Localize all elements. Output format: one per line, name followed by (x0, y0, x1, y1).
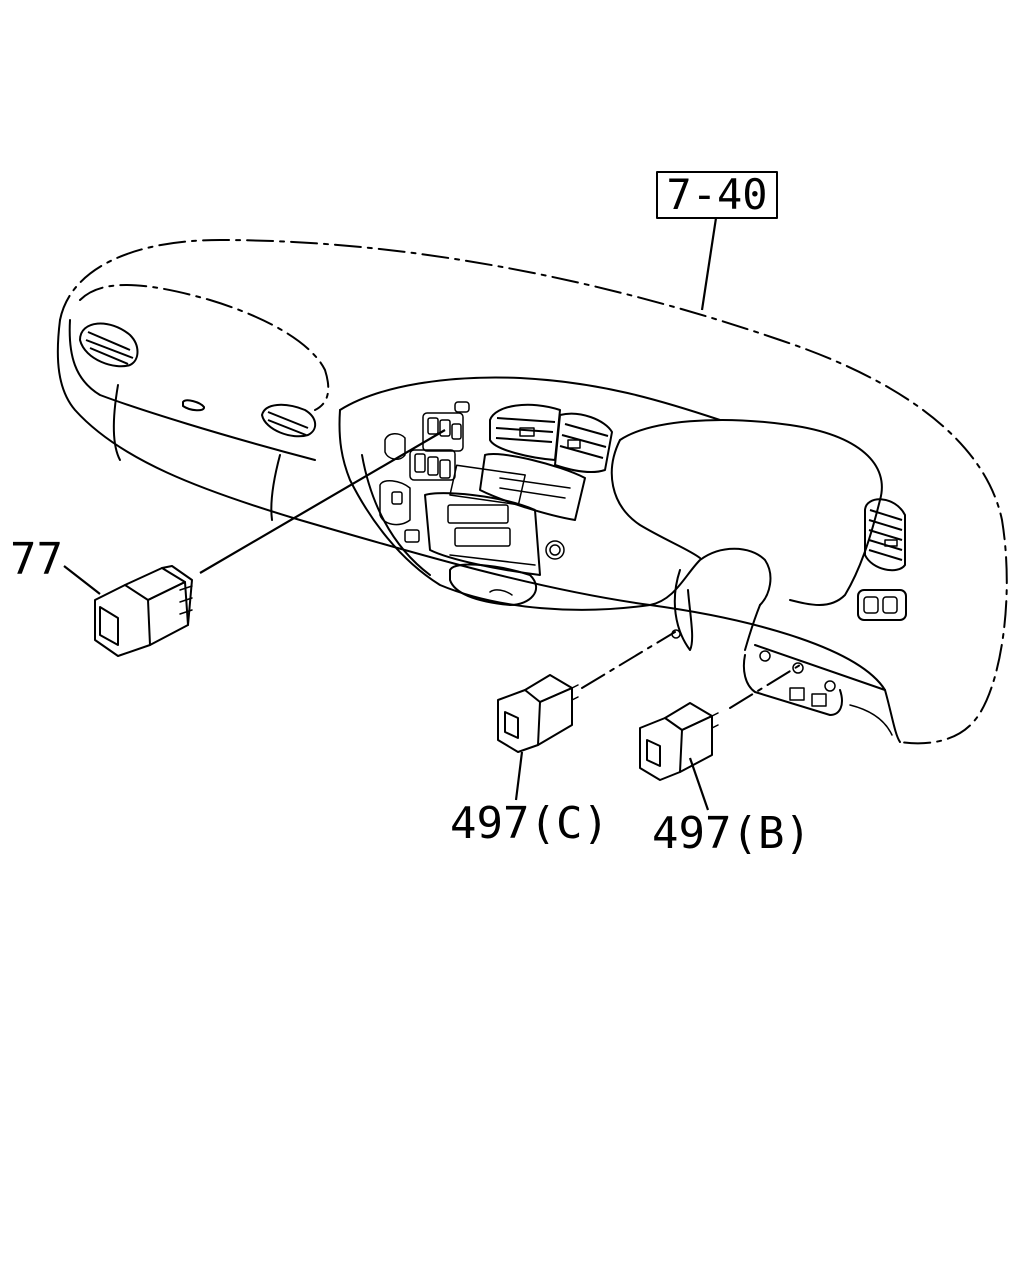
switch-497b-install-line (729, 664, 801, 709)
reference-box-label: 7-40 (666, 170, 767, 219)
switch-497b[interactable] (639, 702, 719, 781)
callout-497b-label: 497(B) (652, 808, 811, 859)
lower-right-panel (742, 644, 893, 736)
center-air-vents (489, 403, 613, 474)
callout-497c-label: 497(C) (450, 798, 609, 849)
right-air-vent (864, 498, 906, 572)
callout-77-leader (63, 565, 101, 595)
reference-box[interactable]: 7-40 (656, 170, 778, 219)
right-switch-pair (857, 589, 907, 621)
steering-column-shroud (649, 547, 772, 651)
climate-control-panel (449, 453, 586, 521)
callout-497b-leader (688, 757, 710, 811)
left-air-vent (79, 322, 139, 368)
switch-77[interactable] (94, 565, 193, 657)
left-center-vent (261, 403, 317, 438)
switch-497c-install-line (581, 631, 676, 689)
callout-497c-leader (514, 751, 524, 801)
radio-console (424, 492, 565, 606)
switch-497c[interactable] (497, 674, 579, 753)
callout-77-label: 77 (10, 534, 63, 585)
switch-77-install-line (199, 429, 446, 574)
dashboard-outline (56, 238, 1008, 745)
center-switch-cluster (379, 401, 470, 543)
reference-leader-line (700, 217, 718, 311)
